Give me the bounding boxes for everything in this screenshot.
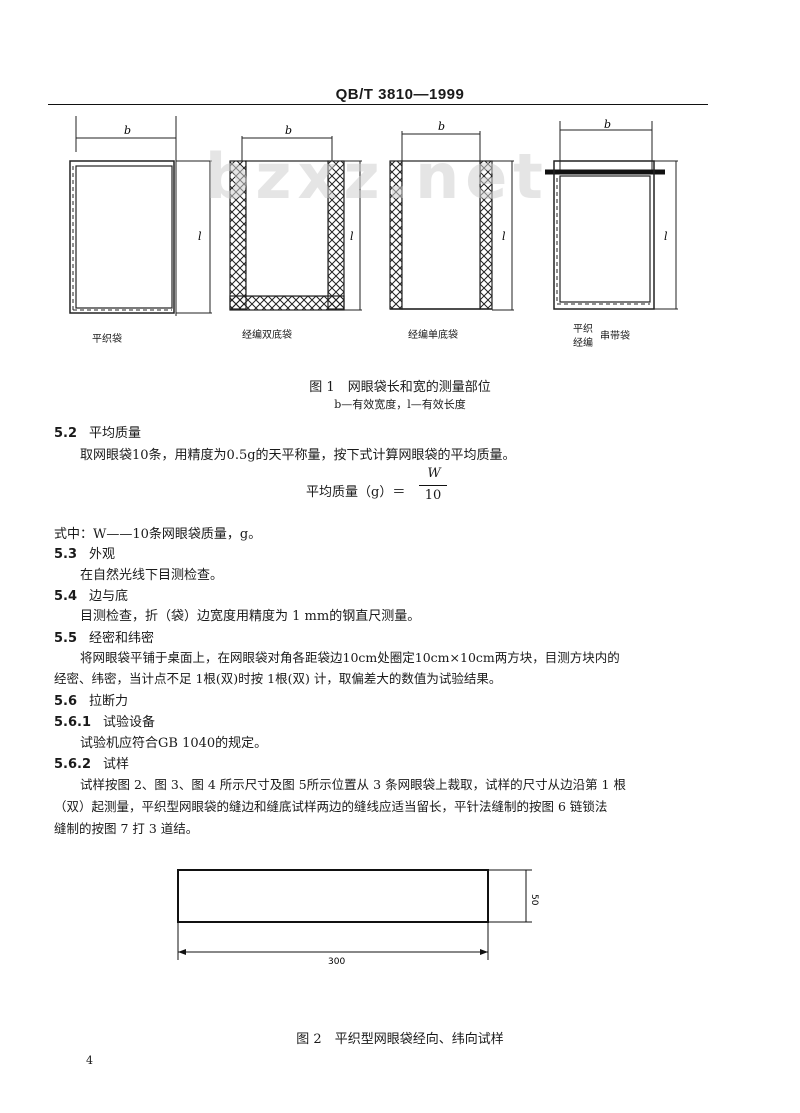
dim-b-4: b	[604, 118, 611, 131]
bag-label-drawstring-1: 平织	[573, 324, 593, 335]
figure-1-legend: b—有效宽度，l—有效长度	[334, 398, 466, 411]
formula-lhs: 平均质量（g）＝	[306, 485, 406, 500]
figure-2-specimen-diagram: 300 50	[177, 869, 539, 967]
section-title: 外观	[89, 547, 116, 562]
formula-numerator: W	[427, 466, 441, 481]
dim-b-3: b	[438, 120, 445, 133]
bag-warp-single-bottom	[389, 131, 514, 311]
section-number: 5.2	[54, 426, 78, 441]
dim-l-2: l	[350, 230, 354, 243]
bag-label-single: 经编单底袋	[408, 330, 458, 341]
formula-denominator: 10	[424, 488, 442, 503]
watermark: bzxz.net	[205, 140, 549, 213]
section-5-6-1-heading: 5.6.1 试验设备	[54, 711, 155, 730]
section-5-4-heading: 5.4 边与底	[54, 585, 128, 604]
section-5-6-2-heading: 5.6.2 试样	[54, 753, 129, 772]
section-number: 5.5	[54, 631, 78, 646]
dim-b-1: b	[124, 124, 131, 137]
section-5-5-text-1: 将网眼袋平铺于桌面上，在网眼袋对角各距袋边10cm处圈定10cm×10cm两方块…	[80, 650, 620, 665]
bag-label-drawstring-3: 串带袋	[600, 331, 630, 342]
section-number: 5.3	[54, 547, 78, 562]
dim-height-50: 50	[529, 894, 539, 906]
section-title: 边与底	[89, 589, 129, 604]
section-5-6-2-text-3: 缝制的按图 7 打 3 道结。	[54, 821, 199, 836]
dim-l-1: l	[198, 230, 202, 243]
section-5-3-text: 在自然光线下目测检查。	[80, 568, 224, 583]
section-5-3-heading: 5.3 外观	[54, 543, 115, 562]
section-5-6-2-text-1: 试样按图 2、图 3、图 4 所示尺寸及图 5所示位置从 3 条网眼袋上裁取，试…	[80, 777, 626, 792]
section-5-6-2-text-2: （双）起测量，平织型网眼袋的缝边和缝底试样两边的缝线应适当留长，平针法缝制的按图…	[54, 799, 608, 814]
dim-width-300: 300	[328, 957, 345, 967]
standard-code-header: QB/T 3810—1999	[335, 86, 465, 103]
dim-b-2: b	[285, 124, 292, 137]
section-5-6-heading: 5.6 拉断力	[54, 690, 128, 709]
section-5-6-1-text: 试验机应符合GB 1040的规定。	[80, 736, 268, 751]
bag-label-plain: 平织袋	[92, 334, 122, 345]
dim-l-4: l	[664, 230, 668, 243]
section-number: 5.6	[54, 694, 78, 709]
section-5-5-heading: 5.5 经密和纬密	[54, 627, 154, 646]
bag-warp-double-bottom	[229, 136, 362, 311]
section-5-5-text-2: 经密、纬密，当计点不足 1根(双)时按 1根(双) 计，取偏差大的数值为试验结果…	[54, 671, 502, 686]
section-title: 经密和纬密	[89, 631, 155, 646]
header-rule	[48, 104, 708, 105]
formula-note: 式中：W——10条网眼袋质量，g。	[54, 527, 262, 542]
bag-drawstring	[545, 121, 678, 310]
page-number: 4	[86, 1054, 93, 1067]
bag-label-double: 经编双底袋	[242, 330, 292, 341]
section-5-4-text: 目测检查，折（袋）边宽度用精度为 1 mm的钢直尺测量。	[80, 609, 421, 624]
formula-bar	[419, 485, 447, 486]
section-title: 拉断力	[89, 694, 129, 709]
bag-label-drawstring-2: 经编	[573, 338, 593, 349]
section-number: 5.6.1	[54, 715, 92, 730]
figure-1-caption: 图 1 网眼袋长和宽的测量部位	[309, 380, 491, 395]
dim-l-3: l	[502, 230, 506, 243]
section-5-2-heading: 5.2 平均质量	[54, 422, 141, 441]
section-title: 平均质量	[89, 426, 142, 441]
figure-1-diagrams: b l b l b l b l	[69, 116, 678, 316]
section-title: 试验设备	[103, 715, 156, 730]
section-5-2-text: 取网眼袋10条，用精度为0.5g的天平称量，按下式计算网眼袋的平均质量。	[80, 448, 516, 463]
section-title: 试样	[103, 757, 130, 772]
section-number: 5.6.2	[54, 757, 92, 772]
section-number: 5.4	[54, 589, 78, 604]
bag-plain-weave	[69, 116, 212, 316]
figure-2-caption: 图 2 平织型网眼袋经向、纬向试样	[296, 1032, 504, 1047]
